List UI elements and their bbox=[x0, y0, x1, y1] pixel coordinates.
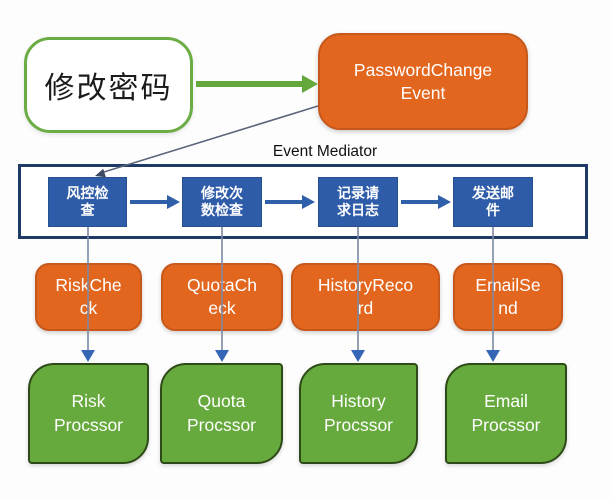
mediator-title: Event Mediator bbox=[272, 143, 378, 160]
mediator-step-quota-check: 修改次 数检查 bbox=[182, 177, 262, 227]
trigger-label: 修改密码 bbox=[44, 72, 173, 105]
handler-label: RiskChe ck bbox=[55, 275, 122, 318]
mediator-step-label: 修改次 数检查 bbox=[201, 184, 243, 219]
processor-label: Email Procssor bbox=[471, 390, 541, 435]
mediator-step-risk-check: 风控检 查 bbox=[48, 177, 127, 227]
handler-label: QuotaCh eck bbox=[186, 275, 258, 318]
handler-risk-check: RiskChe ck bbox=[35, 263, 142, 331]
processor-history: History Procssor bbox=[299, 363, 418, 464]
trigger-box: 修改密码 bbox=[24, 37, 193, 133]
event-label: PasswordChange Event bbox=[353, 59, 493, 103]
processor-label: Quota Procssor bbox=[186, 390, 257, 435]
processor-label: History Procssor bbox=[323, 390, 394, 435]
handler-email-send: EmailSe nd bbox=[453, 263, 563, 331]
processor-risk: Risk Procssor bbox=[28, 363, 149, 464]
password-change-event-box: PasswordChange Event bbox=[318, 33, 528, 130]
handler-label: HistoryReco rd bbox=[317, 275, 414, 318]
processor-label: Risk Procssor bbox=[53, 390, 124, 435]
event-mediator-container: 风控检 查 修改次 数检查 记录请 求日志 发送邮 件 bbox=[18, 164, 588, 239]
processor-quota: Quota Procssor bbox=[160, 363, 283, 464]
processor-email: Email Procssor bbox=[445, 363, 567, 464]
handler-history-record: HistoryReco rd bbox=[291, 263, 440, 331]
mediator-step-label: 发送邮 件 bbox=[472, 184, 514, 219]
mediator-step-history-log: 记录请 求日志 bbox=[318, 177, 398, 227]
mediator-step-label: 记录请 求日志 bbox=[337, 184, 379, 219]
handler-quota-check: QuotaCh eck bbox=[161, 263, 283, 331]
mediator-step-label: 风控检 查 bbox=[66, 184, 109, 219]
handler-label: EmailSe nd bbox=[475, 275, 541, 318]
mediator-step-send-email: 发送邮 件 bbox=[453, 177, 533, 227]
trigger-to-event-arrow bbox=[196, 75, 318, 93]
